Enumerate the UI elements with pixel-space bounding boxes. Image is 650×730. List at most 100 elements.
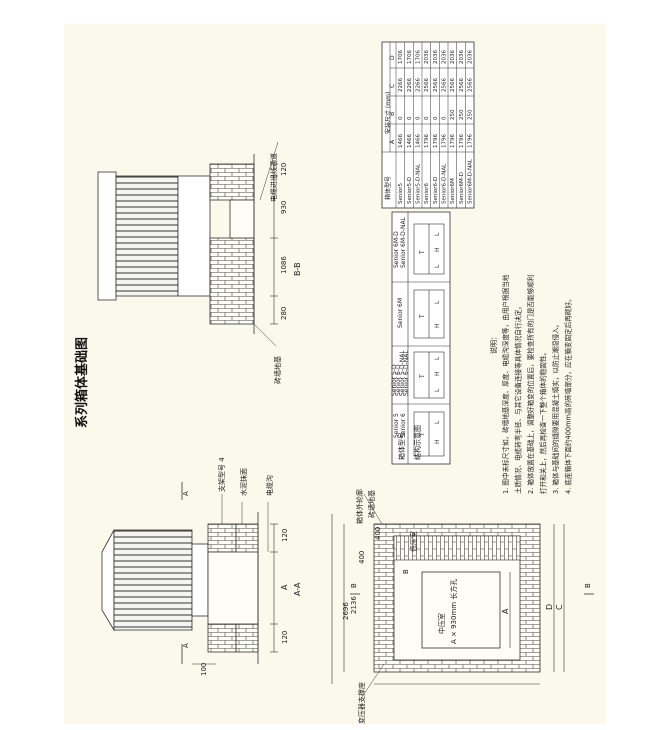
dim-row-cell: 2036 — [442, 50, 448, 64]
aa-label-cable-in: 电缆沟 — [265, 475, 274, 496]
dim-row-cell: 2566 — [433, 78, 439, 92]
dim-row-model: Senior5-D — [407, 177, 413, 204]
dim-col-c: C — [389, 84, 396, 88]
dim-row-cell: 2566 — [424, 78, 430, 92]
plan-dim-2136: 2136 — [350, 596, 358, 614]
plan-dim-400-a: 400 — [374, 527, 382, 540]
plan-section-b-left: B — [350, 583, 358, 588]
dim-row-cell: 2566 — [450, 78, 456, 92]
plan-dim-d: D — [545, 604, 554, 610]
dimension-table: 箱体型号 安装尺寸 (mm) A B C D Senior5 1466 0 2266 1706Sen… — [381, 41, 475, 209]
type-cell-l4b: L — [434, 232, 441, 236]
plan-room-low: 低压室 — [409, 531, 418, 552]
dim-row-cell: 1796 — [450, 134, 456, 148]
type-cell-h3: H — [434, 323, 441, 328]
aa-brick-bottom — [207, 623, 237, 653]
dim-row-cell: 0 — [407, 116, 413, 120]
dim-row-model: Senior5 — [398, 182, 404, 204]
aa-letter-bottom: A — [182, 643, 190, 648]
type-cell-l2b: L — [434, 356, 441, 360]
plan-dim-c: C — [555, 604, 564, 610]
dim-col-d: D — [389, 55, 396, 60]
plan-room-mid: 中压室 — [437, 613, 446, 634]
aa-section-title: A-A — [293, 582, 302, 596]
bb-dim-280: 280 — [280, 307, 288, 320]
dim-row-cell: 1796 — [442, 134, 448, 148]
dim-row-cell: 2566 — [468, 78, 474, 92]
dim-row-cell: 2266 — [398, 78, 404, 92]
dim-row-cell: 0 — [442, 116, 448, 120]
type-cell-l1: L — [434, 420, 441, 424]
dim-row-cell: 250 — [450, 109, 456, 120]
page-title: 系列箱体基础图 — [74, 337, 90, 428]
notes-line: 土质情况、电缆转弯半径、与其它设备连接等具体情况自行决定。 — [514, 303, 523, 494]
aa-box-body — [101, 529, 209, 632]
type-col4-model-1: Senior 6M-D — [393, 231, 400, 268]
dim-col-a: A — [389, 139, 396, 144]
dim-header-group: 安装尺寸 (mm) — [384, 92, 392, 134]
type-header-model: 箱体型号 — [397, 432, 406, 460]
aa-cable-pit — [207, 551, 259, 625]
type-col4-model-2: Senior 6M-D-NAL — [400, 216, 407, 268]
bb-label-floor: 砖墙地基 — [273, 356, 282, 384]
dim-row-cell: 1466 — [407, 134, 413, 148]
type-cell-t2: T — [419, 374, 426, 379]
plan-dim-400-b: 400 — [358, 551, 366, 564]
dim-row-model: Senior5-D-NAL — [416, 163, 422, 204]
dim-row-cell: 1796 — [459, 134, 465, 148]
aa-dim-a: A — [280, 584, 289, 590]
plan-dim-b: B — [402, 569, 410, 574]
type-col2-model-3: Senior 5-D-NAL — [399, 350, 406, 396]
type-cell-l2a: L — [434, 388, 441, 392]
plan-section-b-right: B — [584, 583, 592, 588]
dim-row-cell: 0 — [416, 116, 422, 120]
type-cell-h2: H — [434, 371, 441, 376]
aa-label-waterproof: 水泥抹面 — [239, 468, 248, 496]
notes-heading: 说明： — [489, 333, 498, 354]
dim-row-cell: 250 — [468, 109, 474, 120]
dim-row-cell: 1706 — [398, 50, 404, 64]
bb-label-channel: 电缆进出线通道 — [269, 153, 278, 202]
dim-row-cell: 0 — [398, 116, 404, 120]
dim-row-cell: 2566 — [442, 78, 448, 92]
aa-brick-top — [207, 523, 237, 553]
bb-dim-1086: 1086 — [280, 256, 288, 274]
dim-row-cell: 2266 — [407, 78, 413, 92]
dim-row-model: Senior6-D — [433, 177, 439, 204]
type-header-diagram: 结构示意图 — [413, 425, 422, 460]
dim-row-model: Senior6 — [424, 182, 430, 204]
dim-header-model: 箱体型号 — [384, 176, 392, 200]
aa-dim-100: 100 — [200, 663, 208, 676]
notes-line: 1. 图中未标尺寸如，砖墙地基深度、厚度、电缆沟深度等，由用户根据当地 — [501, 274, 510, 494]
section-bb: 120 930 1086 280 电缆进出线通道 砖墙地基 B-B — [97, 141, 302, 384]
aa-dim-120-bottom: 120 — [281, 631, 289, 644]
type-table: 箱体型号 结构示意图 Senior 5 Senior 6 Senior 5-D … — [391, 211, 451, 465]
dim-row-cell: 250 — [459, 109, 465, 120]
dim-row-model: Senior6-D-NAL — [442, 163, 448, 204]
bb-cable-channel — [229, 199, 255, 239]
section-aa: 120 A 120 100 A A 支架型号 4 水泥抹面 电缆沟 A-A — [101, 457, 302, 676]
type-cell-l3: L — [434, 300, 441, 304]
drawing-canvas: 系列箱体基础图 120 A 120 100 A A 支架型号 4 — [74, 41, 594, 724]
drawing-sheet: 系列箱体基础图 120 A 120 100 A A 支架型号 4 — [64, 24, 606, 724]
type-col3-model-1: Senior 6M — [397, 298, 404, 328]
dim-row-cell: 2036 — [450, 50, 456, 64]
type-cell-t4: T — [419, 250, 426, 255]
type-col2-model-1: Senior 5-D — [391, 364, 398, 396]
dim-row-cell: 1706 — [407, 50, 413, 64]
aa-letter-top: A — [182, 491, 190, 496]
dim-row-cell: 0 — [424, 116, 430, 120]
type-cell-t3: T — [419, 314, 426, 319]
dim-row-model: Senior6M — [450, 178, 456, 204]
plan-label-transformer: 变压器支撑座 — [357, 682, 366, 724]
bb-dim-120: 120 — [280, 163, 288, 176]
dim-row-cell: 2036 — [468, 50, 474, 64]
aa-label-support: 支架型号 4 — [217, 457, 226, 492]
notes-line: 4. 底座箱体下面约400mm高的砖墙部分，应在箱变固定后再砌好。 — [564, 295, 573, 494]
dim-row-cell: 1796 — [424, 134, 430, 148]
dim-row-cell: 1796 — [433, 134, 439, 148]
dim-col-b: B — [389, 112, 396, 116]
aa-dim-120-top: 120 — [281, 529, 289, 542]
type-cell-t1: T — [419, 432, 426, 437]
plan-room-mid-size: A × 930mm 长方孔 — [449, 579, 458, 644]
